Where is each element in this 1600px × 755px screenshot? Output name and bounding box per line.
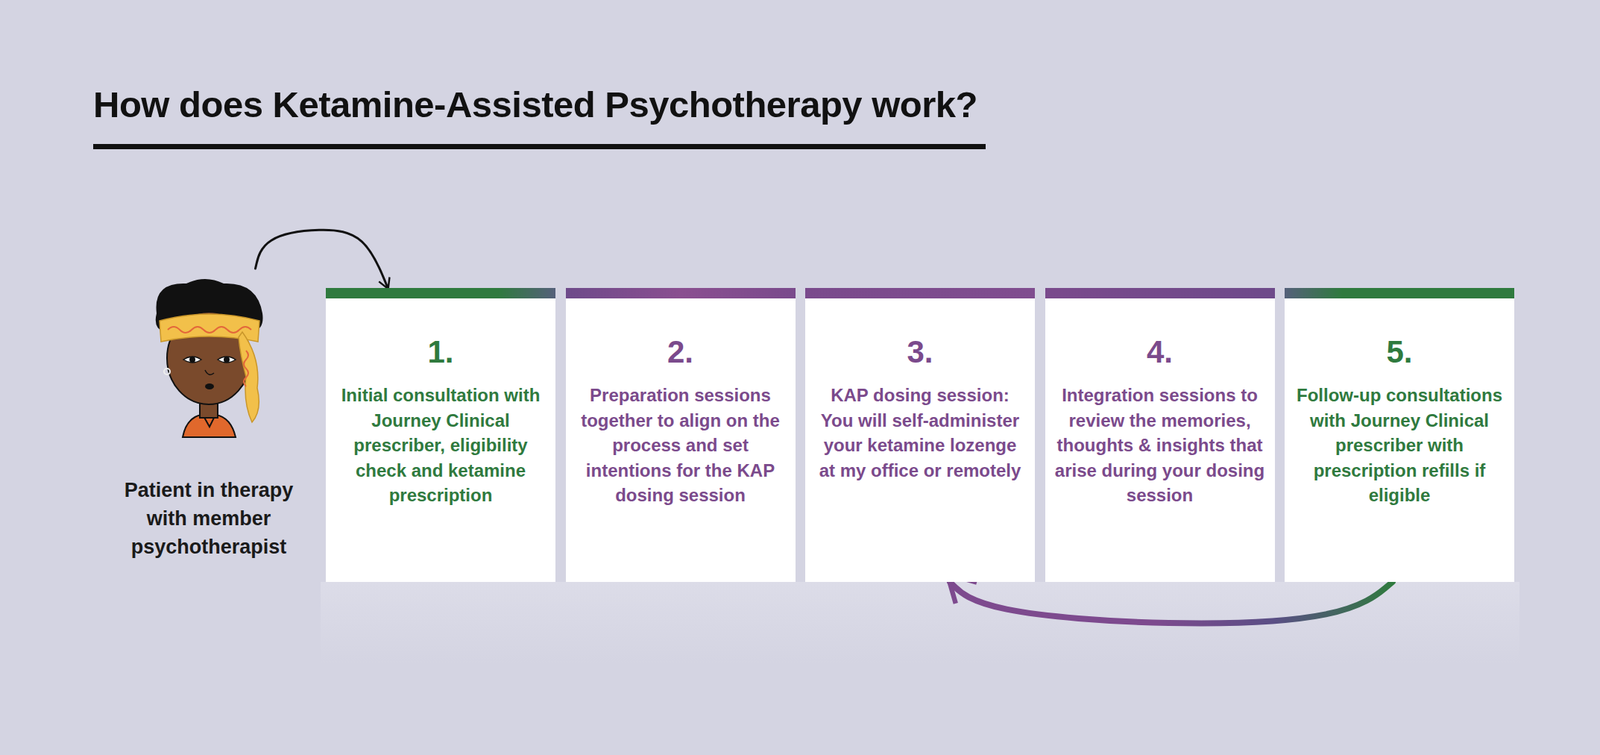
color-bar [325, 287, 556, 299]
step-number: 4. [1054, 334, 1266, 370]
step-description: Follow-up consultations with Journey Cli… [1293, 382, 1506, 508]
step-description: Integration sessions to review the memor… [1054, 382, 1266, 508]
patient-figure: Patient in therapy with member psychothe… [115, 268, 302, 561]
step-box: 5. Follow-up consultations with Journey C… [1284, 287, 1515, 582]
patient-label: Patient in therapy with member psychothe… [115, 475, 302, 561]
color-bar [805, 287, 1035, 299]
step-description: Initial consultation with Journey Clinic… [334, 382, 547, 508]
step-description: Preparation sessions together to align o… [574, 382, 787, 508]
step-number: 5. [1293, 334, 1506, 370]
step-number: 3. [814, 334, 1026, 370]
step-number: 2. [574, 334, 787, 370]
color-bar [565, 287, 796, 299]
color-bar [1045, 287, 1275, 299]
step-box: 3. KAP dosing session: You will self-admi… [805, 287, 1035, 582]
patient-avatar [155, 278, 264, 437]
step-box: 2. Preparation sessions together to align… [565, 287, 796, 582]
step-number: 1. [334, 334, 547, 370]
color-bar [1284, 287, 1515, 299]
return-arrow [949, 581, 1393, 623]
column-shadows [320, 581, 1520, 664]
step-description: KAP dosing session: You will self-admini… [814, 382, 1026, 483]
diagram-title: How does Ketamine-Assisted Psychotherapy… [93, 83, 978, 126]
step-box: 4. Integration sessions to review the mem… [1045, 287, 1275, 582]
title-underline [93, 143, 986, 150]
step-box: 1. Initial consultation with Journey Clin… [325, 287, 556, 582]
flow-arrow [255, 229, 389, 288]
